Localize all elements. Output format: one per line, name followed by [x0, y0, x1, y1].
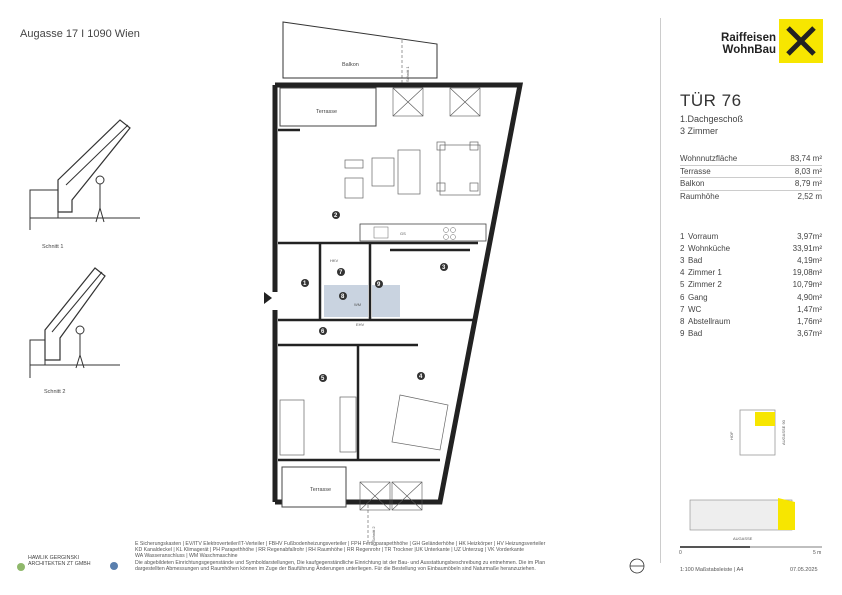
address: Augasse 17 I 1090 Wien — [20, 28, 140, 40]
plan-date: 07.05.2025 — [790, 567, 818, 573]
ehv-label: EHV — [356, 322, 365, 327]
scale-zero: 0 — [679, 550, 682, 556]
legend-text: E Sicherungskasten | EV/ITV Elektroverte… — [135, 541, 585, 572]
area-value: 8,79 m² — [771, 177, 822, 191]
hkv-label: HKV — [330, 258, 339, 263]
key-hof-label: HOF — [729, 431, 734, 440]
logo-line1: Raiffeisen — [721, 32, 776, 44]
room-marker-7: 7 — [339, 270, 343, 276]
room-marker-8: 8 — [341, 294, 345, 300]
bedroom-furniture — [279, 394, 449, 456]
exterior-walls — [272, 82, 524, 505]
terrasse-bottom-label: Terrasse — [310, 487, 331, 493]
skylights — [359, 87, 481, 511]
bath-fill — [372, 285, 400, 317]
legend-line: Die abgebildeten Einrichtungsgegenstände… — [135, 559, 546, 566]
key-street-vertical: AUGASSE 90 — [781, 419, 786, 445]
unit-floor: 1.Dachgeschoß — [680, 114, 744, 124]
raiffeisen-logo-icon — [779, 19, 823, 63]
terrace-top: Terrasse — [279, 87, 377, 127]
entrance-arrow — [264, 292, 272, 304]
divider — [660, 18, 661, 563]
key-street-label: AUGASSE — [733, 536, 753, 541]
wm-label: WM — [354, 302, 361, 307]
room-marker-2: 2 — [334, 213, 338, 219]
schnitt-bottom-marker: Schnitt 2 — [371, 526, 376, 542]
building-key-3d: HOF AUGASSE 90 — [729, 409, 786, 456]
firm-name: HAWLIK GERGINSKI — [28, 555, 80, 561]
area-label: Raumhöhe — [680, 191, 720, 201]
terrasse-top-label: Terrasse — [316, 109, 337, 115]
room-marker-3: 3 — [442, 265, 446, 271]
room-marker-6: 6 — [321, 329, 325, 335]
partner-logo-icon — [110, 562, 118, 570]
room-markers: 2 1 7 8 9 3 6 5 4 — [301, 211, 448, 382]
gs-label: GS — [400, 231, 406, 236]
area-label: Terrasse — [680, 165, 772, 178]
schnitt-top-marker: Schnitt 1 — [405, 66, 410, 82]
area-label: Wohnnutzfläche — [680, 153, 772, 166]
section-2-label: Schnitt 2 — [44, 389, 65, 395]
area-label: Balkon — [680, 177, 772, 191]
area-value: 2,52 m — [797, 191, 822, 201]
scale-bar — [680, 546, 822, 548]
scale-label: 1:100 Maßstabsleiste | A4 — [680, 567, 744, 573]
room-marker-9: 9 — [377, 282, 381, 288]
area-value: 83,74 m² — [771, 153, 822, 166]
north-arrow-icon — [629, 558, 645, 574]
section-1-label: Schnitt 1 — [42, 244, 63, 250]
legend-line: KD Kanaldeckel | KL Klimagerät | PH Para… — [135, 547, 524, 554]
section-lines: Schnitt 1 Schnitt 2 — [367, 40, 410, 545]
building-key-plan: AUGASSE — [689, 498, 795, 541]
terrace-bottom: Terrasse — [281, 466, 347, 508]
unit-title: TÜR 76 — [680, 91, 742, 110]
legend-line: E Sicherungskasten | EV/ITV Elektroverte… — [135, 541, 546, 547]
room-marker-5: 5 — [321, 376, 325, 382]
unit-rooms: 3 Zimmer — [680, 126, 718, 136]
area-value: 8,03 m² — [771, 165, 822, 178]
interior-walls — [278, 128, 478, 462]
section-sketch-2 — [29, 267, 120, 378]
legend-line: dargestellten Abmessungen und Raumhöhen … — [135, 565, 536, 572]
architect-firm: HAWLIK GERGINSKI ARCHITEKTEN ZT GMBH — [28, 555, 91, 567]
living-furniture — [344, 141, 481, 199]
logo-line2: WohnBau — [722, 44, 776, 56]
storage-room-fill — [324, 285, 368, 317]
balcony: Balkon — [282, 21, 438, 79]
scale-five: 5 m — [813, 550, 822, 556]
kitchen-counter: GS — [359, 223, 487, 242]
legend-line: WA Wasseranschluss | WM Waschmaschine — [135, 553, 238, 560]
firm-subtitle: ARCHITEKTEN ZT GMBH — [28, 561, 91, 567]
firm-logo-icon — [17, 563, 25, 571]
section-sketch-1 — [29, 119, 140, 230]
balkon-label: Balkon — [342, 62, 359, 68]
area-row: Raumhöhe 2,52 m — [680, 190, 822, 202]
room-marker-4: 4 — [419, 374, 423, 380]
room-marker-1: 1 — [303, 281, 307, 287]
raiffeisen-logo-text: Raiffeisen WohnBau — [708, 32, 776, 56]
